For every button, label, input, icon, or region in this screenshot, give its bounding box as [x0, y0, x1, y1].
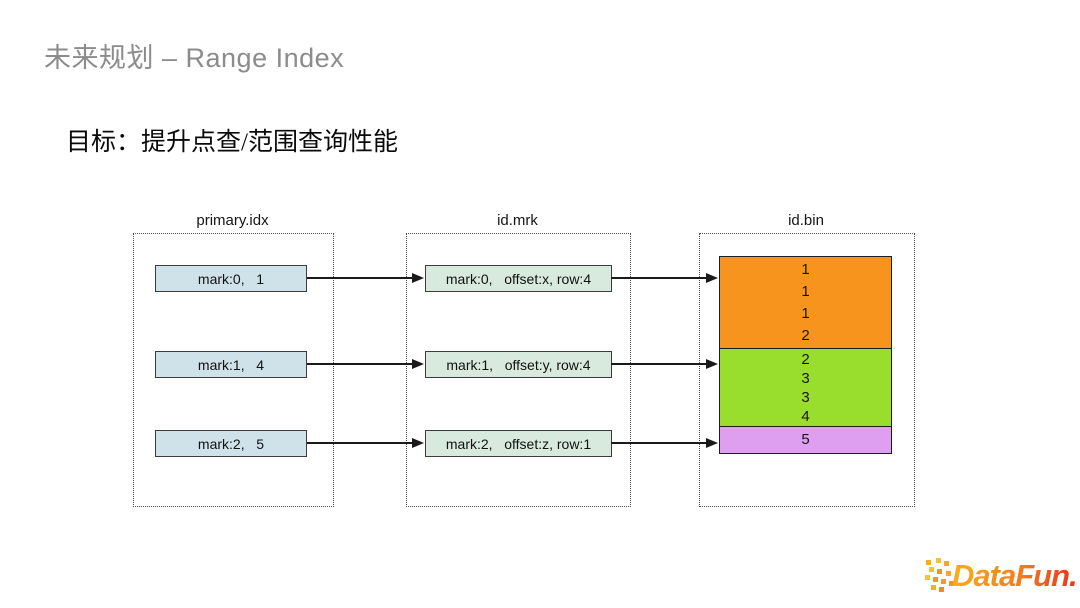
- id-mrk-mark-0-box: mark:0, offset:x, row:4: [425, 265, 612, 292]
- id-bin-stack: 1 1 1 2 2 3 3 4 5: [719, 256, 892, 455]
- bin-block-granule-2: 5: [719, 426, 892, 455]
- bin-value: 2: [801, 351, 810, 369]
- bin-value: 1: [801, 305, 810, 322]
- arrow-idx-to-mrk-0: [307, 277, 413, 279]
- bin-value: 3: [801, 389, 810, 407]
- datafun-dots-icon: [926, 560, 931, 565]
- bin-value: 3: [801, 370, 810, 388]
- arrowhead-idx-to-mrk-1-icon: [412, 359, 424, 369]
- datafun-logo: DataFun.: [920, 552, 1078, 600]
- datafun-logo-text: DataFun.: [952, 558, 1078, 593]
- primary-idx-mark-2-box: mark:2, 5: [155, 430, 307, 457]
- id-bin-container: [699, 233, 915, 507]
- arrow-mrk-to-bin-0: [611, 277, 708, 279]
- bin-value: 1: [801, 261, 810, 278]
- primary-idx-mark-0-box: mark:0, 1: [155, 265, 307, 292]
- arrowhead-mrk-to-bin-1-icon: [706, 359, 718, 369]
- column-label-id-bin: id.bin: [788, 212, 824, 229]
- id-mrk-mark-1-box: mark:1, offset:y, row:4: [425, 351, 612, 378]
- arrowhead-idx-to-mrk-0-icon: [412, 273, 424, 283]
- column-label-id-mrk: id.mrk: [497, 212, 538, 229]
- id-mrk-container: [406, 233, 631, 507]
- primary-idx-container: [133, 233, 334, 507]
- id-mrk-mark-2-box: mark:2, offset:z, row:1: [425, 430, 612, 457]
- arrow-mrk-to-bin-2: [611, 442, 708, 444]
- bin-value: 1: [801, 283, 810, 300]
- arrow-idx-to-mrk-1: [307, 363, 413, 365]
- arrow-idx-to-mrk-2: [307, 442, 413, 444]
- arrow-mrk-to-bin-1: [611, 363, 708, 365]
- bin-value: 2: [801, 327, 810, 344]
- arrowhead-mrk-to-bin-0-icon: [706, 273, 718, 283]
- goal-statement: 目标：提升点查/范围查询性能: [66, 129, 398, 156]
- bin-block-granule-1: 2 3 3 4: [719, 348, 892, 429]
- primary-idx-mark-1-box: mark:1, 4: [155, 351, 307, 378]
- bin-value: 5: [801, 431, 810, 449]
- column-label-primary-idx: primary.idx: [196, 212, 269, 229]
- slide-title: 未来规划 – Range Index: [44, 43, 345, 73]
- arrowhead-idx-to-mrk-2-icon: [412, 438, 424, 448]
- bin-value: 4: [801, 408, 810, 426]
- bin-block-granule-0: 1 1 1 2: [719, 256, 892, 350]
- arrowhead-mrk-to-bin-2-icon: [706, 438, 718, 448]
